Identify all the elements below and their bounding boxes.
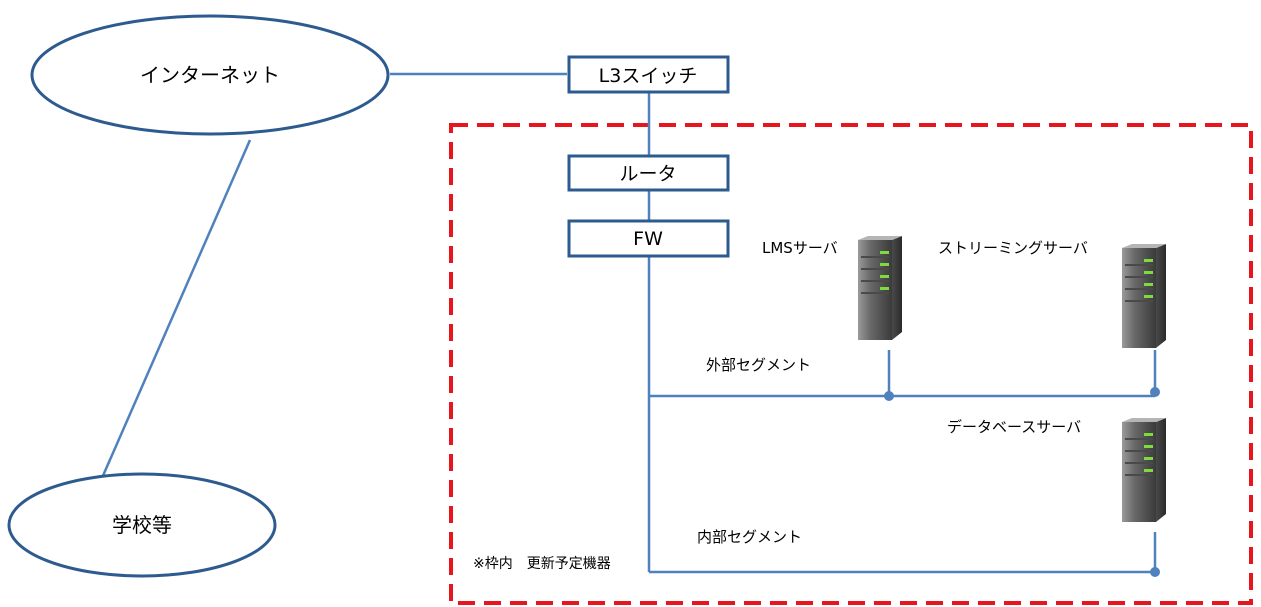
school-label: 学校等	[112, 513, 172, 537]
link-internet-school	[100, 139, 252, 479]
database-server-label: データベースサーバ	[947, 418, 1081, 436]
streaming-server-icon	[1122, 244, 1166, 348]
router-box	[567, 154, 730, 192]
l3-switch-box	[567, 55, 730, 94]
streaming-junction-dot	[1150, 387, 1160, 397]
internal-segment-label: 内部セグメント	[697, 528, 802, 546]
firewall-box	[567, 219, 730, 258]
l3-switch-label: L3スイッチ	[599, 65, 698, 87]
internet-label: インターネット	[140, 63, 280, 87]
router-label: ルータ	[619, 163, 676, 185]
streaming-server-label: ストリーミングサーバ	[938, 239, 1088, 257]
replacement-scope-boundary	[449, 123, 1253, 605]
firewall-label: FW	[633, 228, 663, 250]
lms-server-icon	[858, 236, 902, 340]
external-segment-label: 外部セグメント	[706, 356, 811, 374]
school-cloud	[7, 472, 277, 578]
scope-note: ※枠内 更新予定機器	[473, 556, 611, 572]
internet-cloud	[30, 14, 390, 136]
lms-junction-dot	[884, 391, 894, 401]
database-server-icon	[1122, 418, 1166, 522]
database-junction-dot	[1150, 567, 1160, 577]
lms-server-label: LMSサーバ	[762, 239, 838, 257]
